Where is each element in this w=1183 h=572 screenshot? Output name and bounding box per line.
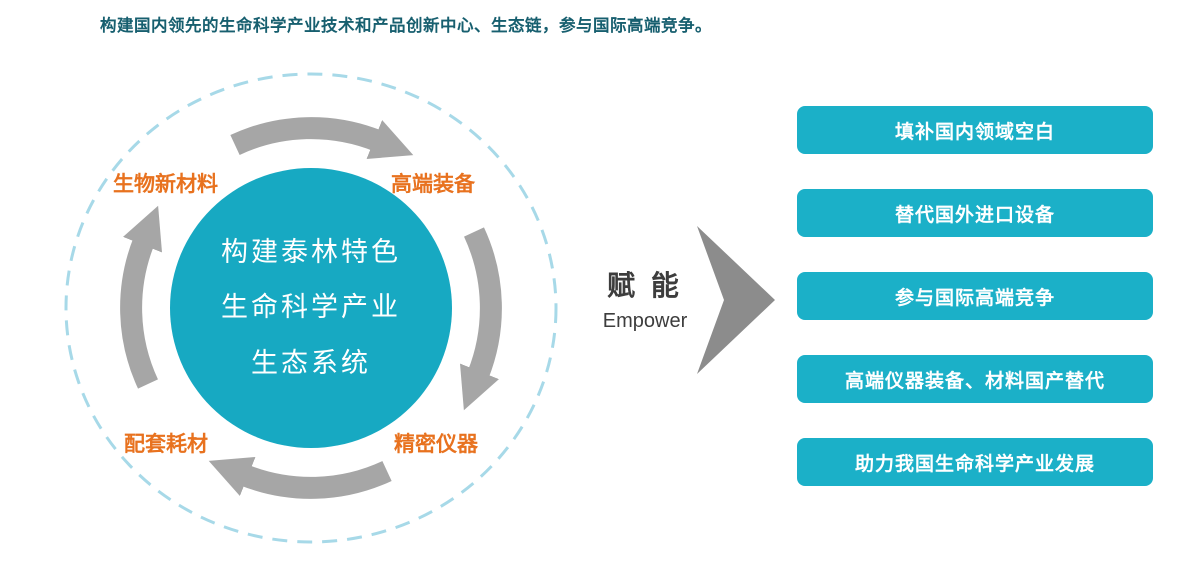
outcome-list: 填补国内领域空白 替代国外进口设备 参与国际高端竞争 高端仪器装备、材料国产替代… — [797, 106, 1153, 521]
cycle-arrow-left-icon — [120, 205, 163, 389]
empower-label-group: 赋 能 Empower — [590, 264, 700, 333]
category-label-bio-new-materials: 生物新材料 — [113, 173, 218, 196]
outcome-box-4: 高端仪器装备、材料国产替代 — [797, 355, 1153, 403]
chevron-right-arrow-icon — [697, 226, 775, 374]
page-title: 构建国内领先的生命科学产业技术和产品创新中心、生态链，参与国际高端竞争。 — [100, 17, 712, 35]
outcome-box-1: 填补国内领域空白 — [797, 106, 1153, 154]
center-circle-line-1: 构建泰林特色 — [221, 236, 401, 267]
category-label-highend-equipment: 高端装备 — [391, 173, 475, 196]
empower-label-zh: 赋 能 — [607, 270, 683, 301]
outcome-box-5: 助力我国生命科学产业发展 — [797, 438, 1153, 486]
cycle-arrow-bottom-icon — [208, 456, 392, 499]
outcome-box-2: 替代国外进口设备 — [797, 189, 1153, 237]
cycle-arrow-right-icon — [459, 227, 502, 411]
center-circle: 构建泰林特色 生命科学产业 生态系统 — [170, 168, 452, 448]
center-circle-line-3: 生态系统 — [251, 347, 371, 378]
cycle-diagram: 构建泰林特色 生命科学产业 生态系统 生物新材料 高端装备 配套耗材 精密仪器 — [50, 70, 565, 562]
category-label-precision-instruments: 精密仪器 — [394, 433, 478, 456]
center-circle-line-2: 生命科学产业 — [221, 292, 401, 323]
dashed-circle — [64, 72, 558, 544]
category-label-supporting-consumables: 配套耗材 — [124, 433, 208, 456]
cycle-arrows-graphic — [64, 72, 558, 544]
cycle-arrow-top-icon — [230, 117, 414, 160]
outcome-box-3: 参与国际高端竞争 — [797, 272, 1153, 320]
empower-label-en: Empower — [602, 310, 688, 332]
